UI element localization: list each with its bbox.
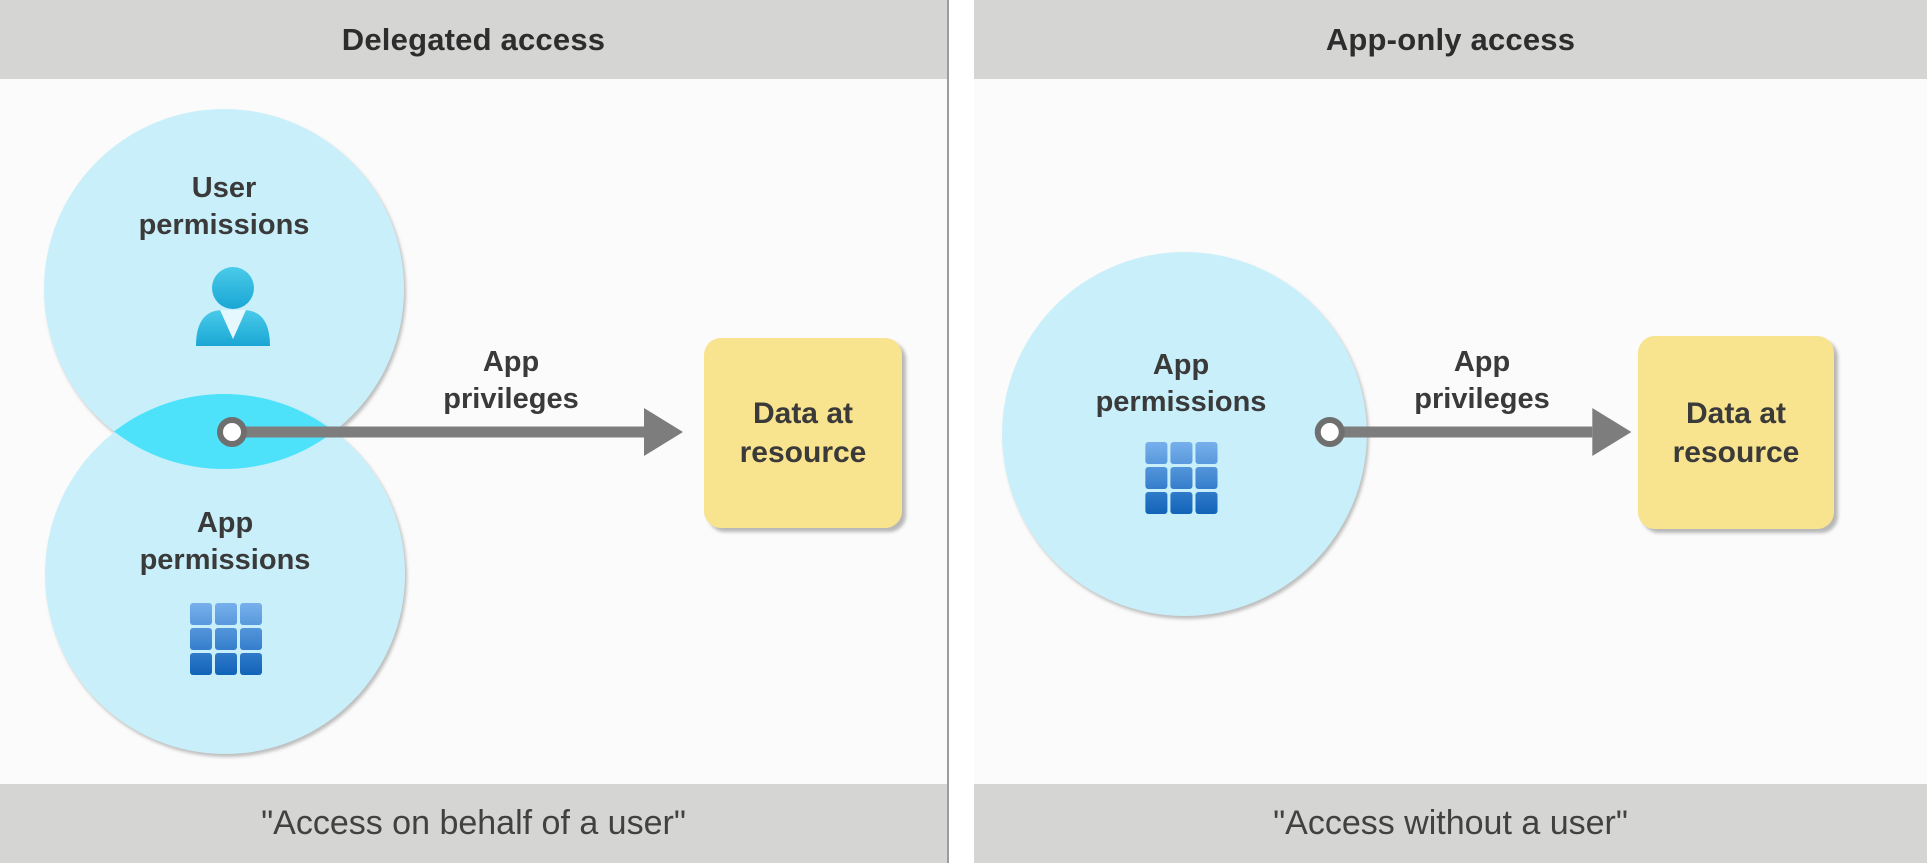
panel-app-only-access: App-only access [974,0,1927,863]
user-permissions-label: User permissions [138,172,310,242]
data-at-resource-box: Data at resource [704,338,902,528]
panel-delegated-access: Delegated access [0,0,949,863]
circle-connector-dot [1314,417,1345,447]
delegated-title-bar: Delegated access [0,0,947,79]
data-at-resource-box: Data at resource [1638,336,1834,529]
app-permissions-circle [45,394,405,754]
app-grid-icon [190,603,262,675]
app-only-title-bar: App-only access [974,0,1927,79]
app-permissions-label: App permissions [139,507,311,577]
app-permissions-label: App permissions [1095,349,1267,419]
app-permissions-circle [1002,252,1367,616]
delegated-caption-bar: "Access on behalf of a user" [0,784,947,863]
data-at-resource-label: Data at resource [1672,396,1800,469]
delegated-caption: "Access on behalf of a user" [261,804,686,842]
app-only-graphic [1002,252,1632,616]
overlap-connector-dot [217,417,247,447]
app-only-title: App-only access [1325,21,1576,57]
app-privileges-label: App privileges [443,346,579,416]
app-grid-icon [1145,442,1218,514]
user-icon [196,267,270,346]
app-only-caption-bar: "Access without a user" [974,784,1927,863]
app-privileges-arrow-head [1592,408,1632,456]
delegated-title: Delegated access [341,21,606,57]
panel-divider [949,0,974,863]
data-at-resource-label: Data at resource [739,397,867,469]
app-only-caption: "Access without a user" [1273,804,1628,842]
app-privileges-arrow-head [644,408,683,456]
delegated-venn-graphic [44,109,683,754]
app-privileges-label: App privileges [1414,346,1550,416]
